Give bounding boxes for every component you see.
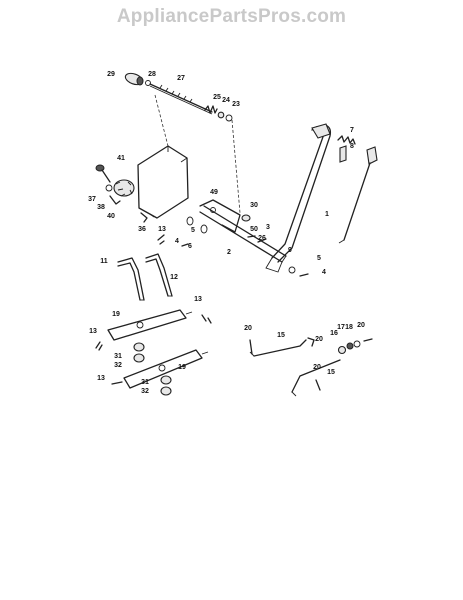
washer-38	[105, 184, 113, 192]
spacer-30	[241, 214, 251, 222]
pin-4b	[299, 273, 309, 277]
callout-c32a: 32	[114, 362, 122, 369]
pin-20a	[249, 339, 253, 355]
part-17	[346, 342, 354, 350]
pin-20b	[363, 338, 373, 342]
rod-15a	[249, 339, 307, 357]
knob-41	[113, 179, 135, 197]
callout-c3: 3	[266, 224, 270, 231]
nut-24	[217, 111, 225, 119]
callout-c5: 5	[191, 227, 195, 234]
guide-line-a	[231, 119, 241, 214]
washer-31a	[133, 342, 145, 352]
callout-c4a: 4	[175, 238, 179, 245]
callout-c6: 6	[188, 243, 192, 250]
callout-c29: 29	[107, 71, 115, 78]
callout-c9: 9	[288, 247, 292, 254]
spring-25	[204, 105, 218, 114]
callout-c38: 38	[97, 204, 105, 211]
callout-c23: 23	[232, 101, 240, 108]
callout-c31b: 31	[141, 379, 149, 386]
callout-c36: 36	[138, 226, 146, 233]
callout-c40: 40	[107, 213, 115, 220]
callout-c13a: 13	[158, 226, 166, 233]
callout-c2: 2	[227, 249, 231, 256]
lift-lever-9	[265, 123, 331, 273]
pin-13d	[111, 381, 123, 385]
callout-c13c: 13	[89, 328, 97, 335]
callout-c30: 30	[250, 202, 258, 209]
callout-c28: 28	[148, 71, 156, 78]
bracket-36	[140, 212, 155, 223]
callout-c19a: 19	[112, 311, 120, 318]
callout-c27: 27	[177, 75, 185, 82]
callout-c37: 37	[88, 196, 96, 203]
cross-shaft-2	[199, 205, 287, 263]
clip-50	[247, 235, 256, 238]
callout-c50: 50	[250, 226, 258, 233]
pin-20d	[315, 379, 321, 391]
callout-c25: 25	[213, 94, 221, 101]
callout-c20c: 20	[315, 336, 323, 343]
pin-26	[257, 238, 267, 243]
callout-c17: 17	[337, 324, 345, 331]
washer-23	[225, 114, 233, 122]
part-18	[353, 340, 361, 348]
washer-5b	[288, 266, 296, 274]
callout-c31a: 31	[114, 353, 122, 360]
callout-c5b: 5	[317, 255, 321, 262]
callout-c26: 26	[258, 235, 266, 242]
bracket-40	[109, 195, 121, 205]
rod-15b	[291, 359, 341, 397]
callout-c20a: 20	[244, 325, 252, 332]
guide-line-b	[154, 94, 169, 147]
callout-c1: 1	[325, 211, 329, 218]
washer-31b	[160, 375, 172, 385]
mount-plate	[137, 145, 189, 219]
washer-6	[200, 224, 208, 234]
threaded-rod-27	[149, 83, 213, 115]
washer-5a	[186, 216, 194, 226]
callout-c8: 8	[350, 143, 354, 150]
watermark-text: AppliancePartsPros.com	[116, 6, 347, 27]
release-rod-1	[338, 146, 378, 244]
callout-c20b: 20	[357, 322, 365, 329]
callout-c20d: 20	[313, 364, 321, 371]
grip-8	[339, 145, 347, 163]
callout-c41: 41	[117, 155, 125, 162]
callout-c15b: 15	[327, 369, 335, 376]
callout-c7: 7	[350, 127, 354, 134]
lift-link-12	[145, 253, 173, 297]
knob-29	[124, 72, 144, 86]
arm-49	[199, 199, 241, 233]
washer-32b	[160, 386, 172, 396]
callout-c16: 16	[330, 330, 338, 337]
part-16	[337, 345, 347, 355]
bracket-20c	[307, 337, 315, 347]
callout-c49: 49	[210, 189, 218, 196]
callout-c24: 24	[222, 97, 230, 104]
pin-4a	[181, 243, 189, 247]
bolt-37	[95, 164, 111, 183]
callout-c19b: 19	[178, 364, 186, 371]
callout-c12: 12	[170, 274, 178, 281]
washer-32a	[133, 353, 145, 363]
pin-13c	[95, 341, 103, 351]
washer-28	[145, 80, 151, 86]
callout-c11: 11	[100, 258, 108, 265]
callout-c15a: 15	[277, 332, 285, 339]
pin-13b	[201, 314, 212, 324]
callout-c13d: 13	[97, 375, 105, 382]
callout-c13b: 13	[194, 296, 202, 303]
callout-c4b: 4	[322, 269, 326, 276]
spring-7	[337, 135, 356, 145]
pin-13a	[157, 234, 165, 245]
lift-arm-19a	[107, 309, 193, 341]
lift-arm-19b	[123, 349, 209, 389]
callout-c18: 18	[345, 324, 353, 331]
lift-link-11	[117, 257, 145, 301]
callout-c32b: 32	[141, 388, 149, 395]
